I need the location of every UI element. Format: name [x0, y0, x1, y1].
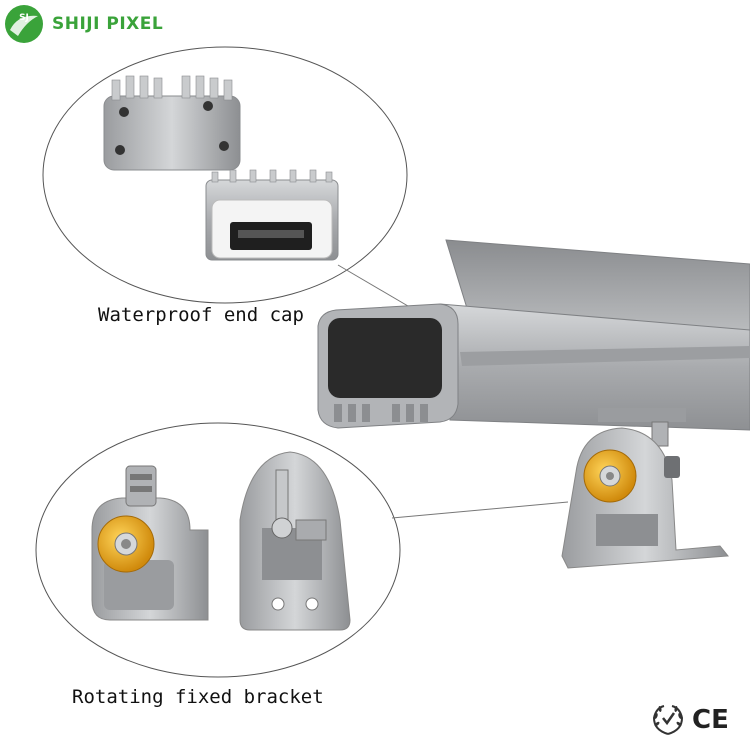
wall-washer-fixture — [317, 239, 750, 431]
bracket-callout — [35, 422, 569, 678]
logo-badge-icon: SJ — [5, 5, 43, 43]
brand-name: SHIJI PIXEL — [52, 14, 164, 34]
ce-mark: CE — [692, 705, 729, 735]
end-cap-caption: Waterproof end cap — [98, 304, 304, 326]
bracket-side-view — [239, 451, 351, 631]
end-cap-seal — [328, 318, 442, 398]
bracket-caption: Rotating fixed bracket — [72, 686, 324, 708]
end-cap-top-view — [103, 75, 241, 171]
mounted-bracket — [561, 408, 729, 569]
bracket-front-view — [91, 465, 209, 621]
certification-marks: CE — [648, 700, 729, 740]
brand-logo: SJ SHIJI PIXEL — [4, 4, 163, 44]
svg-text:SJ: SJ — [19, 13, 29, 23]
end-cap-port-view — [205, 169, 339, 261]
end-cap-callout — [42, 46, 426, 317]
laurel-wreath-icon — [652, 705, 684, 735]
